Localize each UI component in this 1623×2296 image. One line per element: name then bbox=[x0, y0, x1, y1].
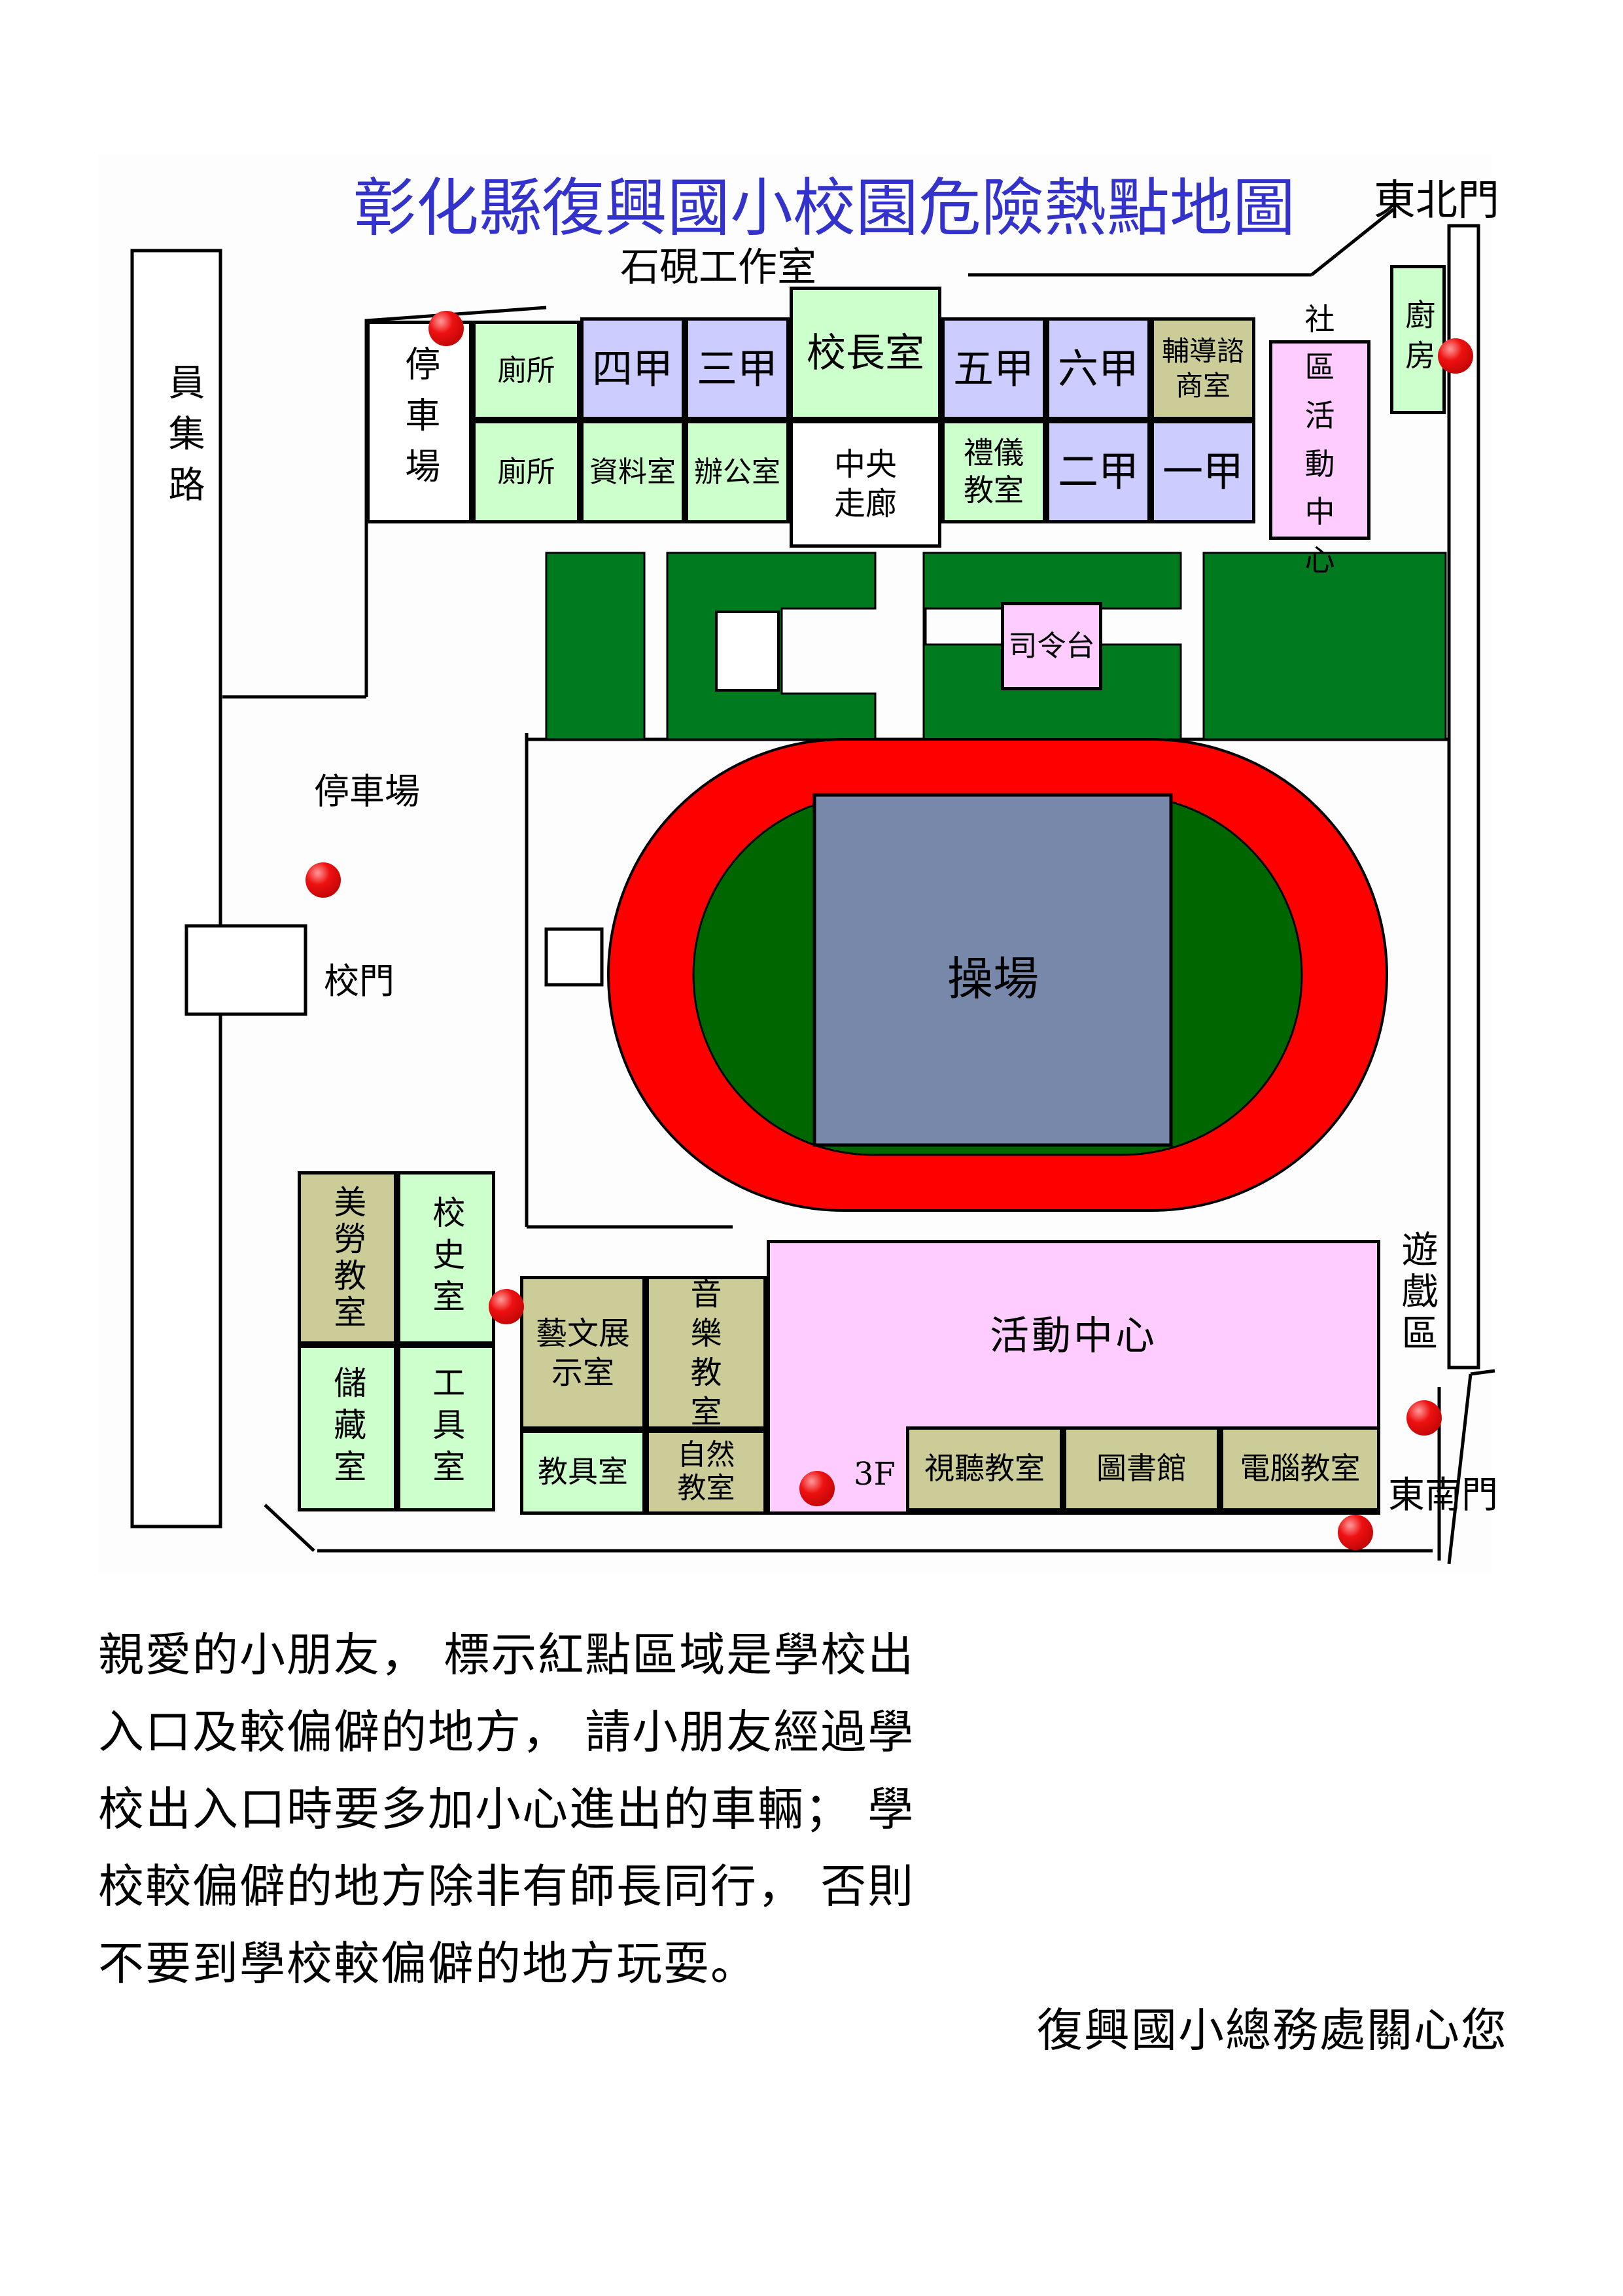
northeast-gate-label: 東北門 bbox=[1374, 177, 1499, 225]
podium: 司令台 bbox=[1001, 602, 1102, 690]
principal-office: 校長室 bbox=[790, 287, 941, 420]
floor-3f-label: 3F bbox=[854, 1456, 896, 1492]
east-wall bbox=[1447, 224, 1480, 1369]
road-label: 員集路 bbox=[162, 363, 205, 516]
southeast-gate-line-2 bbox=[1447, 1373, 1473, 1564]
history-room: 校史室 bbox=[397, 1171, 495, 1345]
tool-room: 工具室 bbox=[397, 1345, 495, 1511]
av-room: 視聽教室 bbox=[906, 1426, 1063, 1511]
playground-court bbox=[812, 793, 1173, 1147]
west-stand bbox=[544, 927, 604, 987]
northeast-gate-line bbox=[1310, 208, 1395, 276]
class-2a: 二甲 bbox=[1046, 420, 1151, 523]
class-6a: 六甲 bbox=[1046, 317, 1151, 420]
school-gate-box bbox=[184, 924, 307, 1016]
garden-1 bbox=[545, 552, 646, 741]
central-corridor: 中央走廊 bbox=[790, 420, 941, 548]
garden-cross-1 bbox=[715, 610, 780, 692]
library: 圖書館 bbox=[1063, 1426, 1220, 1511]
art-gallery: 藝文展示室 bbox=[520, 1276, 646, 1430]
hotspot-activity-center bbox=[799, 1471, 835, 1506]
teaching-aids-room: 教具室 bbox=[520, 1430, 646, 1515]
school-gate-label: 校門 bbox=[324, 961, 394, 1002]
office: 辦公室 bbox=[685, 420, 790, 523]
yuanji-road bbox=[130, 249, 222, 1528]
safety-notice: 親愛的小朋友， 標示紅點區域是學校出 入口及較偏僻的地方， 請小朋友經過學 校出… bbox=[98, 1616, 1518, 2002]
hotspot-parking-north bbox=[428, 311, 464, 346]
toilet-bottom: 廁所 bbox=[472, 420, 580, 523]
notice-line-5: 不要到學校較偏僻的地方玩耍。 bbox=[98, 1937, 758, 1990]
class-5a: 五甲 bbox=[941, 317, 1046, 420]
class-4a: 四甲 bbox=[580, 317, 685, 420]
map-title: 彰化縣復興國小校園危險熱點地圖 bbox=[353, 171, 1295, 245]
data-room: 資料室 bbox=[580, 420, 685, 523]
hotspot-history-room bbox=[489, 1289, 524, 1324]
parking-north: 停車場 bbox=[366, 321, 472, 523]
play-area-label: 遊戲區 bbox=[1395, 1230, 1438, 1356]
notice-line-1: 親愛的小朋友， 標示紅點區域是學校出 bbox=[98, 1628, 915, 1682]
notice-line-3: 校出入口時要多加小心進出的車輛； 學 bbox=[98, 1782, 915, 1836]
notice-line-4: 校較偏僻的地方除非有師長同行， 否則 bbox=[98, 1860, 915, 1913]
playground-label: 操場 bbox=[947, 952, 1039, 1006]
parking-west-label: 停車場 bbox=[314, 771, 420, 812]
activity-center-label: 活動中心 bbox=[990, 1313, 1157, 1359]
nature-room: 自然教室 bbox=[646, 1430, 767, 1515]
southeast-gate-label: 東南門 bbox=[1388, 1474, 1498, 1517]
etiquette-room: 禮儀教室 bbox=[941, 420, 1046, 523]
hotspot-school-gate bbox=[305, 862, 341, 898]
south-west-diagonal bbox=[264, 1504, 315, 1552]
hotspot-play-area bbox=[1406, 1400, 1442, 1436]
community-center: 社區活動中心 bbox=[1269, 302, 1370, 578]
computer-room: 電腦教室 bbox=[1220, 1426, 1380, 1511]
hotspot-kitchen bbox=[1438, 338, 1473, 374]
stone-studio-label: 石硯工作室 bbox=[620, 245, 816, 291]
class-3a: 三甲 bbox=[685, 317, 790, 420]
counseling-room: 輔導諮商室 bbox=[1151, 317, 1255, 420]
music-room: 音樂教室 bbox=[646, 1276, 767, 1430]
class-1a: 一甲 bbox=[1151, 420, 1255, 523]
garden-4 bbox=[1202, 552, 1447, 741]
hotspot-southeast-gate bbox=[1338, 1515, 1373, 1550]
notice-signature: 復興國小總務處關心您 bbox=[1037, 2004, 1508, 2057]
southeast-gate-line-3 bbox=[1470, 1369, 1495, 1376]
notice-line-2: 入口及較偏僻的地方， 請小朋友經過學 bbox=[98, 1705, 915, 1759]
art-labor-room: 美勞教室 bbox=[298, 1171, 397, 1345]
kitchen: 廚房 bbox=[1390, 265, 1446, 414]
toilet-top: 廁所 bbox=[472, 321, 580, 420]
storage-room: 儲藏室 bbox=[298, 1345, 397, 1511]
